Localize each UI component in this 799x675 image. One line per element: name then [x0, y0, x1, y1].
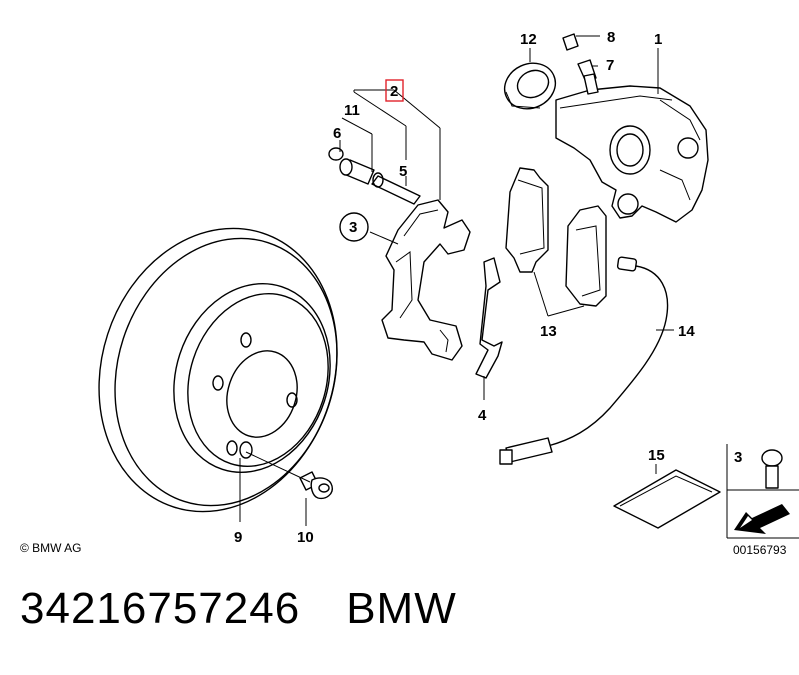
piston-seal[interactable] — [497, 55, 563, 117]
callout-3[interactable]: 3 — [349, 219, 357, 236]
callout-1[interactable]: 1 — [654, 31, 662, 48]
callout-4[interactable]: 4 — [478, 407, 487, 424]
part-number: 34216757246 — [20, 584, 301, 633]
bleeder-valve[interactable] — [577, 59, 599, 95]
bolt-icon — [761, 449, 783, 489]
callout-10[interactable]: 10 — [297, 529, 314, 546]
callout-7[interactable]: 7 — [606, 57, 614, 74]
callout-11[interactable]: 11 — [344, 102, 360, 119]
guide-bolt[interactable] — [328, 147, 421, 205]
grease-packet[interactable] — [613, 464, 721, 529]
callout-numbers: 1 8 7 12 2 11 6 5 3 4 13 14 15 3 9 10 — [234, 29, 742, 546]
caliper-carrier[interactable] — [381, 199, 471, 361]
callout-9[interactable]: 9 — [234, 529, 242, 546]
diagram-id: 00156793 — [733, 543, 787, 557]
callout-5[interactable]: 5 — [399, 163, 407, 180]
part-footer: 34216757246 BMW — [20, 584, 503, 634]
brake-pad-inner[interactable] — [505, 167, 549, 273]
leader-lines — [239, 35, 674, 526]
callout-6[interactable]: 6 — [333, 125, 341, 142]
callout-8[interactable]: 8 — [607, 29, 615, 46]
anti-rattle-spring[interactable] — [475, 257, 503, 379]
callout-15[interactable]: 15 — [648, 447, 665, 464]
copyright-text: © BMW AG — [20, 541, 82, 555]
disc-screw[interactable] — [299, 471, 333, 500]
callout-2-highlight — [385, 79, 404, 102]
legend-box — [726, 444, 799, 539]
brake-caliper[interactable] — [555, 85, 709, 223]
callout-12[interactable]: 12 — [520, 31, 537, 48]
brake-pad-outer[interactable] — [565, 205, 607, 307]
callout-13[interactable]: 13 — [540, 323, 557, 340]
callout-14[interactable]: 14 — [678, 323, 695, 340]
dust-cap[interactable] — [562, 33, 579, 51]
brand-name: BMW — [346, 584, 457, 633]
callout-3-circle — [339, 212, 369, 242]
wear-sensor[interactable] — [499, 256, 669, 465]
arrow-icon — [734, 504, 790, 534]
callout-3-legend[interactable]: 3 — [734, 449, 742, 466]
brake-disc[interactable] — [63, 197, 373, 543]
callout-2[interactable]: 2 — [390, 83, 398, 100]
